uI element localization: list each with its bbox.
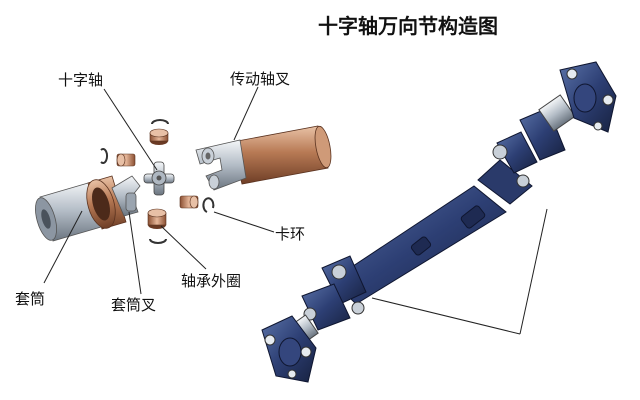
leader-snap-ring [213,211,275,233]
snap-ring-right [202,197,215,213]
snap-ring-left [100,148,109,164]
upper-flange [559,61,617,133]
bearing-cup-top [149,128,169,145]
joint-pointer-line-2 [371,297,521,335]
joint-pointer-line-1 [519,208,548,335]
label-drive-shaft-yoke: 传动轴叉 [230,70,290,88]
snap-ring-top [151,119,169,125]
bearing-cup-left [116,153,136,167]
drive-shaft-yoke-part [195,125,332,191]
bearing-cup-right [179,195,199,209]
label-bearing-outer-ring: 轴承外圈 [181,272,241,290]
leader-cross-shaft [103,88,158,171]
bearing-cup-bottom [147,208,167,229]
label-sleeve-yoke: 套筒叉 [111,296,156,314]
lower-universal-joint [301,255,367,331]
label-snap-ring: 卡环 [275,225,305,243]
snap-ring-bottom [149,238,167,244]
assembled-drive-shaft [261,61,617,383]
lower-flange [261,315,317,383]
upper-universal-joint [492,107,566,188]
exploded-view: 十字轴 传动轴叉 卡环 轴承外圈 套筒叉 套筒 [15,70,332,314]
label-cross-shaft: 十字轴 [58,71,103,89]
leader-bearing-outer-ring [160,225,207,270]
sleeve-part [35,175,127,242]
leader-drive-shaft-yoke [233,86,259,141]
leader-sleeve [43,210,83,284]
sleeve-yoke-part [111,175,141,217]
cross-shaft-part [143,161,175,196]
diagram-title: 十字轴万向节构造图 [318,14,498,38]
leader-sleeve-yoke [128,211,142,295]
label-sleeve: 套筒 [15,290,45,308]
